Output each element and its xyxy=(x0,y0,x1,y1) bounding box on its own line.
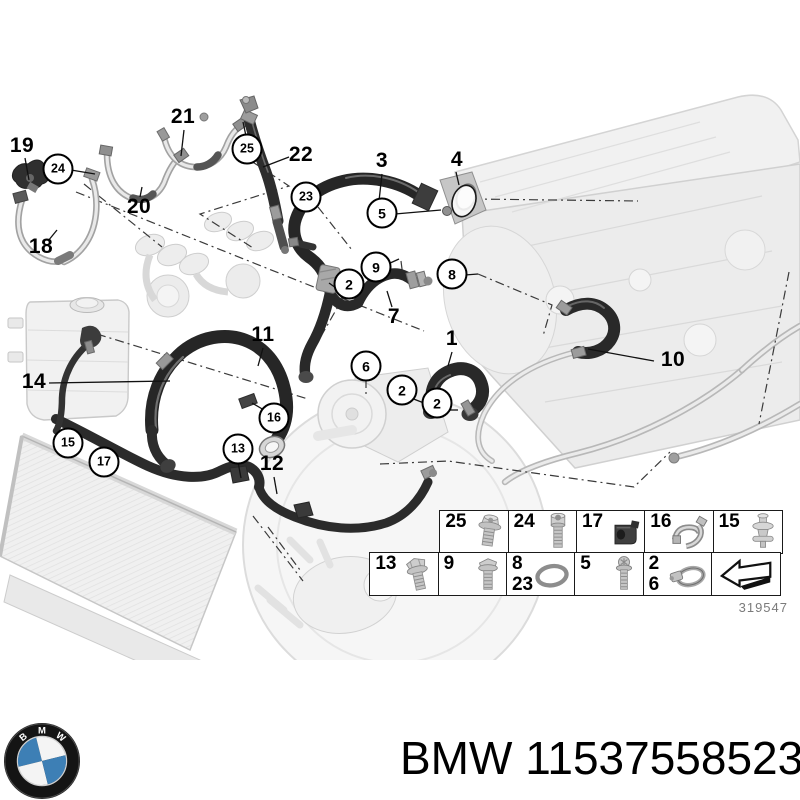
o-ring-icon xyxy=(531,555,573,593)
callout-circle-6: 6 xyxy=(350,350,382,382)
callout-circle-17: 17 xyxy=(88,446,120,478)
callout-circle-13: 13 xyxy=(222,433,254,465)
expansion-rivet-icon xyxy=(746,513,780,551)
hex-flange-bolt-icon xyxy=(471,555,505,593)
callout-bold-7: 7 xyxy=(387,305,401,328)
brand-text: BMW xyxy=(400,732,513,784)
callout-circle-2: 2 xyxy=(421,387,453,419)
callout-bold-22: 22 xyxy=(288,143,314,166)
bracket-clamp-icon xyxy=(669,513,711,551)
legend-cell-9: 9 xyxy=(437,552,508,597)
callout-bold-18: 18 xyxy=(28,235,54,258)
hoses xyxy=(51,113,621,533)
legend-cell-17: 17 xyxy=(575,510,646,554)
exhaust-manifold-illustration xyxy=(134,211,275,318)
diagram-number: 319547 xyxy=(738,600,788,615)
hose-clamp-icon xyxy=(668,555,710,593)
callout-circle-2: 2 xyxy=(333,268,365,300)
callout-bold-4: 4 xyxy=(450,148,464,171)
hex-flange-bolt-large-icon xyxy=(402,555,436,593)
pipe-fittings xyxy=(11,112,250,204)
part-number-label: BMW 11537558523 xyxy=(400,731,800,785)
legend-row-1: 25 24 17 16 15 xyxy=(439,510,783,554)
callout-bold-1: 1 xyxy=(445,327,459,350)
bmw-logo-letter-M: M xyxy=(38,726,46,737)
callout-circle-16: 16 xyxy=(258,402,290,434)
legend-cell-number: 15 xyxy=(718,511,740,532)
callout-circle-2: 2 xyxy=(386,374,418,406)
hose-fittings xyxy=(80,95,587,519)
callout-circle-15: 15 xyxy=(52,427,84,459)
legend-cell-number: 13 xyxy=(375,553,397,575)
torx-bolt-icon xyxy=(607,555,641,593)
callout-circle-24: 24 xyxy=(42,153,74,185)
callout-circle-25: 25 xyxy=(231,133,263,165)
callout-bold-14: 14 xyxy=(21,370,47,393)
callout-bold-3: 3 xyxy=(375,149,389,172)
callout-bold-19: 19 xyxy=(9,134,35,157)
legend-cell-number: 24 xyxy=(513,511,535,532)
legend-cell-number: 17 xyxy=(581,511,604,532)
legend-cell-number: 25 xyxy=(445,511,467,532)
flange-bolt-icon xyxy=(472,513,506,551)
callout-bold-20: 20 xyxy=(126,195,152,218)
direction-arrow-icon xyxy=(720,555,774,593)
socket-head-bolt-icon xyxy=(541,513,575,551)
legend-cell-5: 5 xyxy=(574,552,645,597)
legend-cell-16: 16 xyxy=(644,510,715,554)
callout-circle-23: 23 xyxy=(290,181,322,213)
legend-cell-24: 24 xyxy=(507,510,578,554)
legend-cell-13: 13 xyxy=(369,552,440,597)
legend-cell-15: 15 xyxy=(712,510,783,554)
legend-cell-number: 5 xyxy=(580,553,591,575)
plastic-clip-icon xyxy=(609,513,643,551)
metal-pipes xyxy=(15,122,245,266)
callout-bold-11: 11 xyxy=(251,323,275,346)
expansion-tank-illustration xyxy=(7,297,130,421)
part-number-text: 11537558523 xyxy=(525,732,800,784)
callout-bold-10: 10 xyxy=(660,348,686,371)
legend-cell-arrow xyxy=(710,552,781,597)
callout-bold-12: 12 xyxy=(259,452,285,475)
callout-circle-9: 9 xyxy=(360,251,392,283)
lower-pipes-illustration xyxy=(475,322,800,486)
callout-circle-8: 8 xyxy=(436,258,468,290)
callout-circle-5: 5 xyxy=(366,197,398,229)
callout-bold-21: 21 xyxy=(170,105,196,128)
legend-cell-number: 9 xyxy=(443,553,455,575)
water-pump-illustration xyxy=(313,367,449,463)
legend-cell-25: 25 xyxy=(439,510,510,554)
bmw-logo-quarters xyxy=(18,737,66,785)
legend-cell-number: 16 xyxy=(650,511,672,532)
